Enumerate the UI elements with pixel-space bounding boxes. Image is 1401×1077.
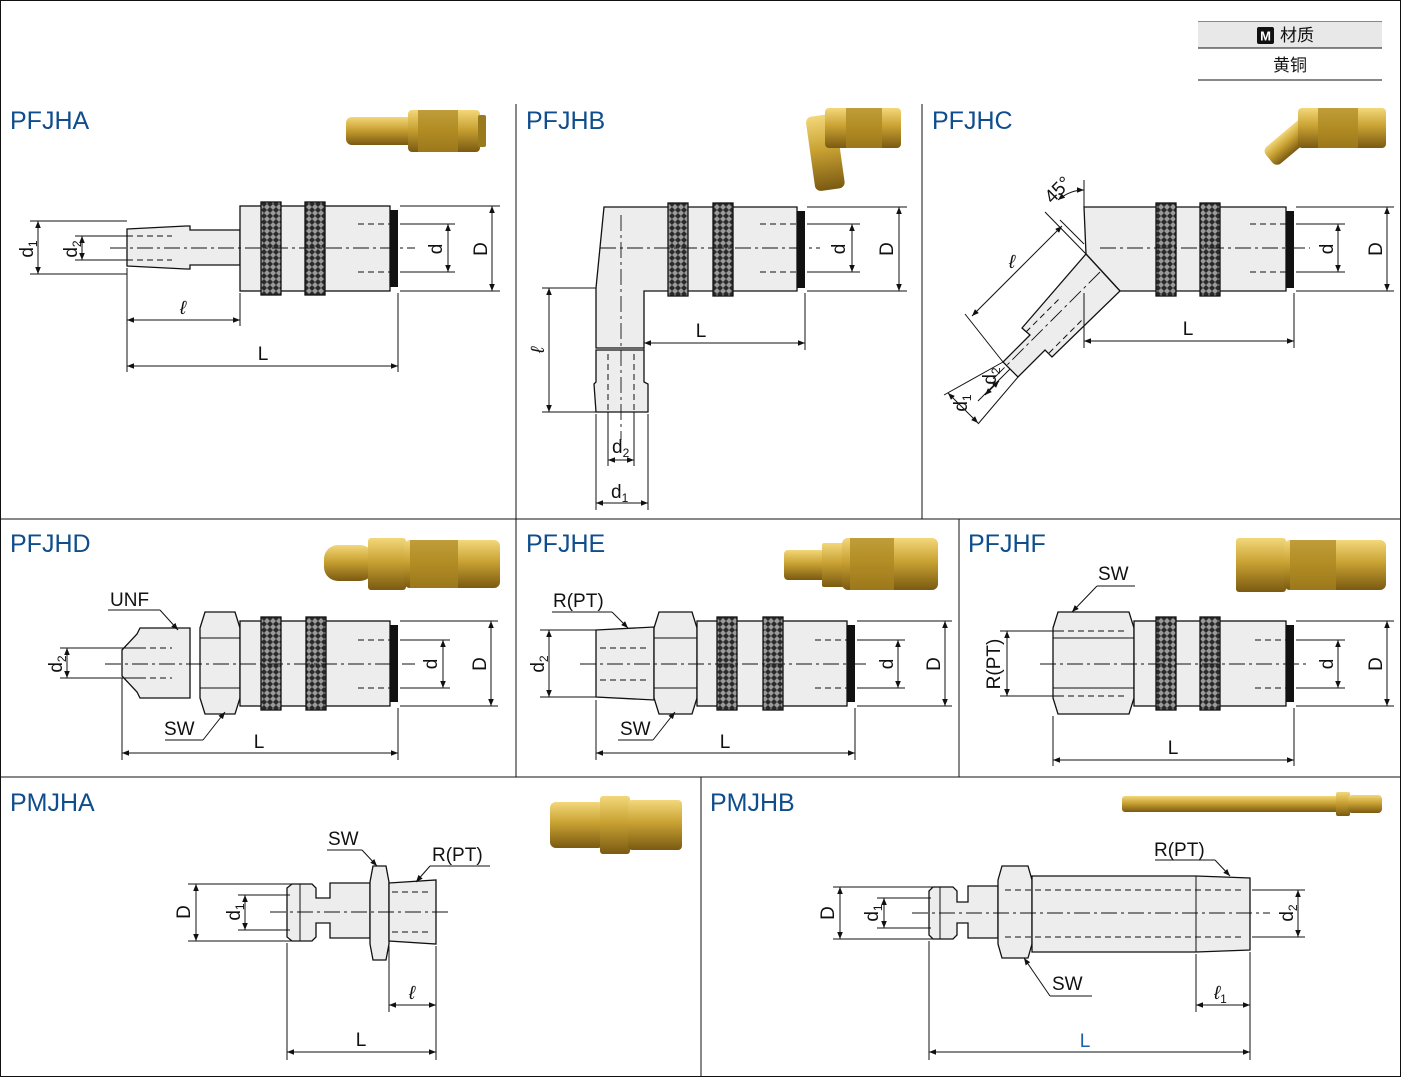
pfjhd-sw-label: SW xyxy=(164,719,195,740)
title-pfjha: PFJHA xyxy=(10,107,90,135)
pfjhd-unf-label: UNF xyxy=(110,590,149,611)
photo-pfjhc xyxy=(1264,108,1386,165)
material-icon-letter: M xyxy=(1260,29,1271,44)
pfjhb-d1-label: d1 xyxy=(611,482,629,505)
pfjha-d1-label: d1 xyxy=(17,240,40,258)
pmjhb-L-label: L xyxy=(1080,1031,1091,1052)
drawing-pfjhd: UNF d2 d D SW L xyxy=(46,590,498,760)
pfjha-l-label: ℓ xyxy=(179,298,187,319)
pmjha-d1-label: d1 xyxy=(224,903,247,921)
pfjhe-rpt-label: R(PT) xyxy=(553,591,604,612)
pfjhe-d2-label: d2 xyxy=(528,655,551,673)
title-pfjhe: PFJHE xyxy=(526,530,605,558)
material-m-icon: M xyxy=(1257,27,1274,44)
pfjhe-D-label: D xyxy=(924,657,945,671)
pfjhb-L-label: L xyxy=(696,321,707,342)
photo-pfjhb xyxy=(806,108,901,191)
photo-pmjha xyxy=(550,796,682,854)
drawing-pfjhb: d D L ℓ d2 d1 xyxy=(528,202,907,510)
photo-pfjhe xyxy=(784,538,938,590)
drawing-pfjhc: 45° ℓ d D L d2 d1 xyxy=(943,173,1394,425)
material-header: 材质 xyxy=(1280,26,1314,45)
drawing-pmjha: SW R(PT) D d1 ℓ L xyxy=(174,829,490,1060)
pfjhe-sw-label: SW xyxy=(620,719,651,740)
drawing-pfjhe: R(PT) d2 d D SW L xyxy=(528,591,952,760)
pfjhe-L-label: L xyxy=(720,732,731,753)
pfjhf-sw-label: SW xyxy=(1098,564,1129,585)
pfjhf-L-label: L xyxy=(1168,738,1179,759)
pfjhc-d-label: d xyxy=(1317,244,1338,255)
photo-pfjhd xyxy=(324,538,500,590)
pmjhb-D-label: D xyxy=(818,906,839,920)
title-pmjha: PMJHA xyxy=(10,789,95,817)
pmjha-l-label: ℓ xyxy=(408,983,416,1004)
material-value: 黄铜 xyxy=(1273,56,1307,75)
pfjhe-d-label: d xyxy=(877,659,898,670)
pfjhf-D-label: D xyxy=(1366,657,1387,671)
pfjhc-L-label: L xyxy=(1183,319,1194,340)
pmjhb-d2-label: d2 xyxy=(1277,904,1300,922)
pfjhd-d-label: d xyxy=(421,659,442,670)
title-pmjhb: PMJHB xyxy=(710,789,795,817)
pmjha-L-label: L xyxy=(356,1030,367,1051)
pfjhc-d2-label: d2 xyxy=(980,367,1003,385)
title-pfjhc: PFJHC xyxy=(932,107,1013,135)
title-pfjhf: PFJHF xyxy=(968,530,1046,558)
pfjha-d-label: d xyxy=(426,244,447,255)
photo-pfjha xyxy=(346,110,486,152)
pfjhc-angle-label: 45° xyxy=(1041,173,1076,208)
pfjha-D-label: D xyxy=(471,242,492,256)
drawing-pfjha: d1 d2 d D ℓ L xyxy=(17,201,500,372)
pfjhb-d-label: d xyxy=(829,244,850,255)
pmjha-sw-label: SW xyxy=(328,829,359,850)
pfjhf-d-label: d xyxy=(1317,659,1338,670)
pmjhb-rpt-label: R(PT) xyxy=(1154,840,1205,861)
pmjha-rpt-label: R(PT) xyxy=(432,845,483,866)
pmjhb-sw-label: SW xyxy=(1052,974,1083,995)
pfjhc-l-label: ℓ xyxy=(1008,252,1016,273)
title-pfjhb: PFJHB xyxy=(526,107,605,135)
pmjha-D-label: D xyxy=(174,905,195,919)
title-pfjhd: PFJHD xyxy=(10,530,91,558)
pmjhb-l1-label: ℓ1 xyxy=(1213,983,1227,1006)
pmjhb-d1-label: d1 xyxy=(862,904,885,922)
photo-pmjhb xyxy=(1122,792,1382,816)
pfjha-d2-label: d2 xyxy=(61,240,84,258)
pfjhb-l-label: ℓ xyxy=(528,346,549,354)
drawing-pfjhf: SW R(PT) d D L xyxy=(984,564,1394,766)
pfjhd-L-label: L xyxy=(254,732,265,753)
pfjhd-d2-label: d2 xyxy=(46,655,69,673)
pfjha-L-label: L xyxy=(258,344,269,365)
pfjhd-D-label: D xyxy=(470,657,491,671)
drawing-pmjhb: R(PT) D d1 d2 SW ℓ1 L xyxy=(818,840,1305,1060)
photo-pfjhf xyxy=(1236,538,1386,592)
material-table: M 材质 黄铜 xyxy=(1198,21,1382,81)
pfjhb-d2-label: d2 xyxy=(612,437,630,460)
pfjhc-D-label: D xyxy=(1366,242,1387,256)
pfjhf-rpt-label: R(PT) xyxy=(984,639,1005,690)
pfjhb-D-label: D xyxy=(877,242,898,256)
pfjhc-d1-label: d1 xyxy=(951,394,974,412)
